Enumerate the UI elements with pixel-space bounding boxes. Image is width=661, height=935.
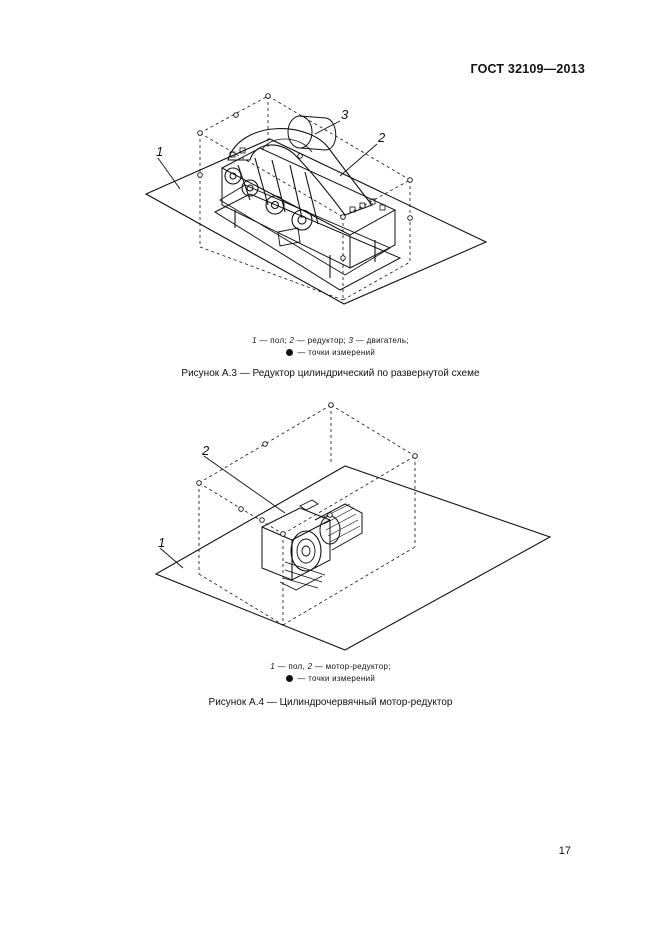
legend-a4: 1 — пол, 2 — мотор-редуктор; — точки изм… (270, 662, 391, 683)
label-a3-2: 2 (377, 130, 386, 145)
label-a4-1: 1 (158, 535, 165, 550)
measurement-point-icon (285, 675, 293, 683)
figure-a3-drawing: 1 2 3 (144, 93, 488, 305)
floor-plate (144, 138, 488, 305)
caption-a3: Рисунок А.3 — Редуктор цилиндрический по… (181, 368, 480, 379)
label-a3-3: 3 (341, 107, 349, 122)
caption-a4: Рисунок А.4 — Цилиндрочервячный мотор-ре… (208, 697, 453, 708)
measurement-point-icon (285, 349, 293, 357)
label-a4-2: 2 (201, 443, 210, 458)
page-number: 17 (558, 845, 571, 857)
standard-number: ГОСТ 32109—2013 (470, 62, 585, 76)
floor-plate (154, 465, 552, 651)
figure-a4-drawing: 2 1 (154, 402, 552, 651)
label-a3-1: 1 (156, 144, 163, 159)
legend-a3: 1 — пол; 2 — редуктор; 3 — двигатель; — … (252, 336, 409, 357)
